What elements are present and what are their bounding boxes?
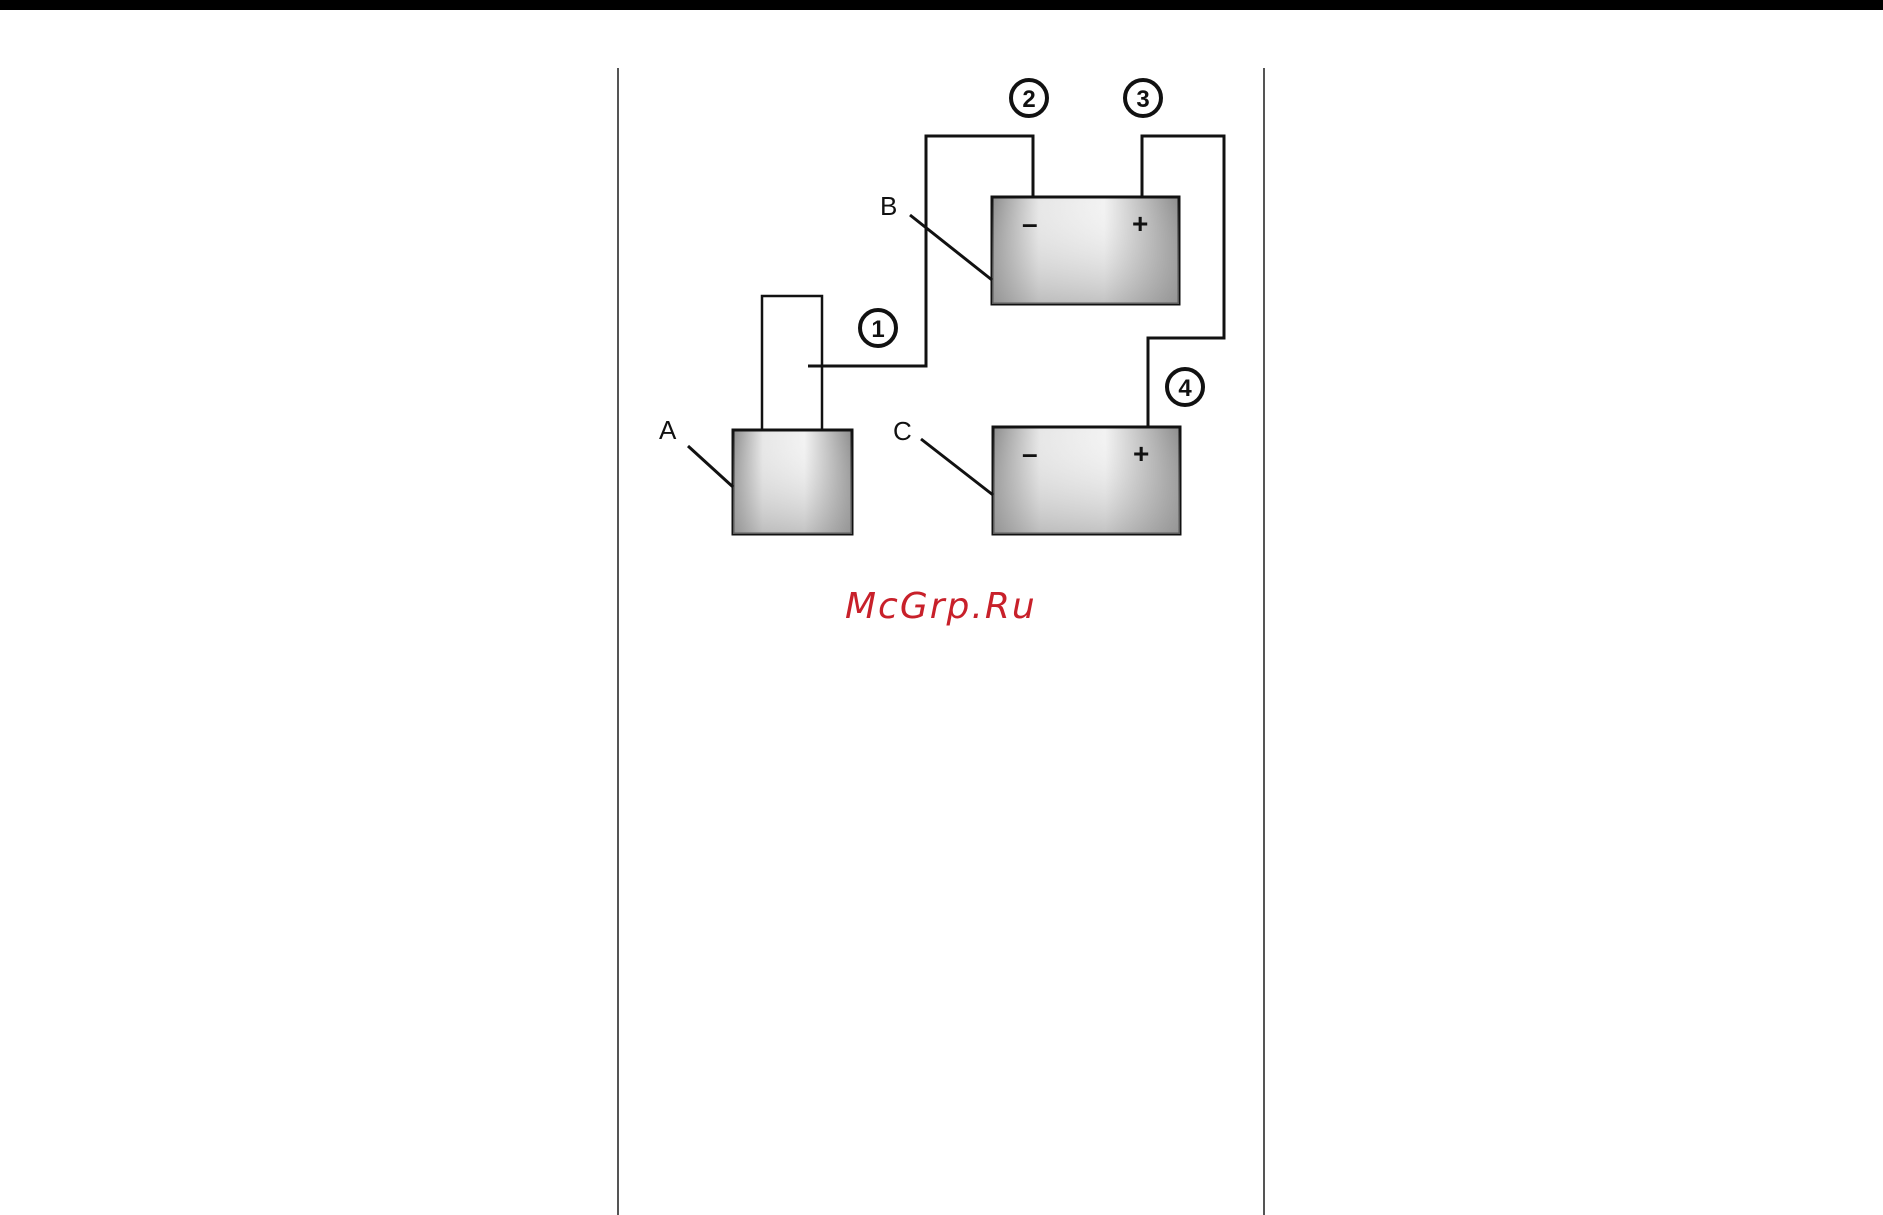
- battery-c-negative-terminal: –: [1022, 438, 1038, 469]
- component-a: A: [659, 296, 852, 534]
- battery-b-leader: [910, 215, 992, 280]
- component-a-shade: [733, 430, 852, 534]
- callout-3-number: 3: [1136, 86, 1149, 113]
- callout-1-number: 1: [871, 316, 884, 343]
- callout-2: 2: [1011, 80, 1047, 116]
- component-a-post: [762, 296, 822, 430]
- battery-c-positive-terminal: +: [1133, 438, 1149, 469]
- callout-3: 3: [1125, 80, 1161, 116]
- label-a: A: [659, 415, 677, 445]
- battery-b-positive-terminal: +: [1132, 208, 1148, 239]
- callout-1: 1: [860, 310, 896, 346]
- battery-c: – + C: [893, 416, 1180, 534]
- battery-b-negative-terminal: –: [1022, 208, 1038, 239]
- label-b: B: [880, 191, 897, 221]
- callout-2-number: 2: [1022, 86, 1035, 113]
- battery-b-shade: [992, 197, 1179, 304]
- battery-c-leader: [921, 439, 993, 495]
- watermark-text: McGrp.Ru: [845, 586, 1037, 627]
- component-a-leader: [688, 446, 733, 487]
- label-c: C: [893, 416, 912, 446]
- callout-4: 4: [1167, 369, 1203, 405]
- callout-4-number: 4: [1178, 375, 1192, 402]
